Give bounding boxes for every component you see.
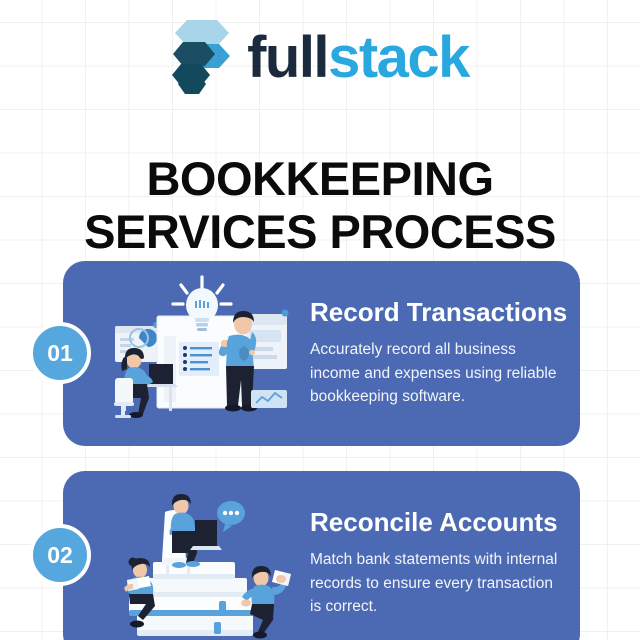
- page-title-line-2: SERVICES PROCESS: [84, 205, 556, 259]
- step-2-heading: Reconcile Accounts: [310, 507, 558, 538]
- brand-wordmark: fullstack: [247, 29, 470, 87]
- process-step-card-2[interactable]: Reconcile Accounts Match bank statements…: [63, 471, 580, 640]
- brand-logo: fullstack: [0, 16, 640, 100]
- step-1-number-label: 01: [47, 339, 73, 366]
- step-1-number-badge[interactable]: 01: [29, 322, 91, 384]
- brand-wordmark-full: full: [247, 25, 329, 90]
- step-2-number-badge[interactable]: 02: [29, 524, 91, 586]
- brand-wordmark-stack: stack: [328, 25, 470, 90]
- page-title: BOOKKEEPING SERVICES PROCESS: [0, 153, 640, 258]
- reconcile-accounts-illustration: [109, 484, 294, 640]
- step-2-body: Match bank statements with internal reco…: [310, 550, 558, 616]
- step-2-text-block: Reconcile Accounts Match bank statements…: [294, 508, 580, 618]
- step-2-number-label: 02: [47, 541, 73, 568]
- step-1-heading: Record Transactions: [310, 297, 568, 328]
- process-step-card-1[interactable]: Record Transactions Accurately record al…: [63, 261, 580, 446]
- record-transactions-illustration: [109, 274, 294, 434]
- step-1-text-block: Record Transactions Accurately record al…: [294, 298, 580, 408]
- page-title-line-1: BOOKKEEPING: [146, 152, 494, 206]
- fullstack-hexagon-logo-icon: [172, 20, 231, 94]
- step-1-body: Accurately record all business income an…: [310, 340, 557, 406]
